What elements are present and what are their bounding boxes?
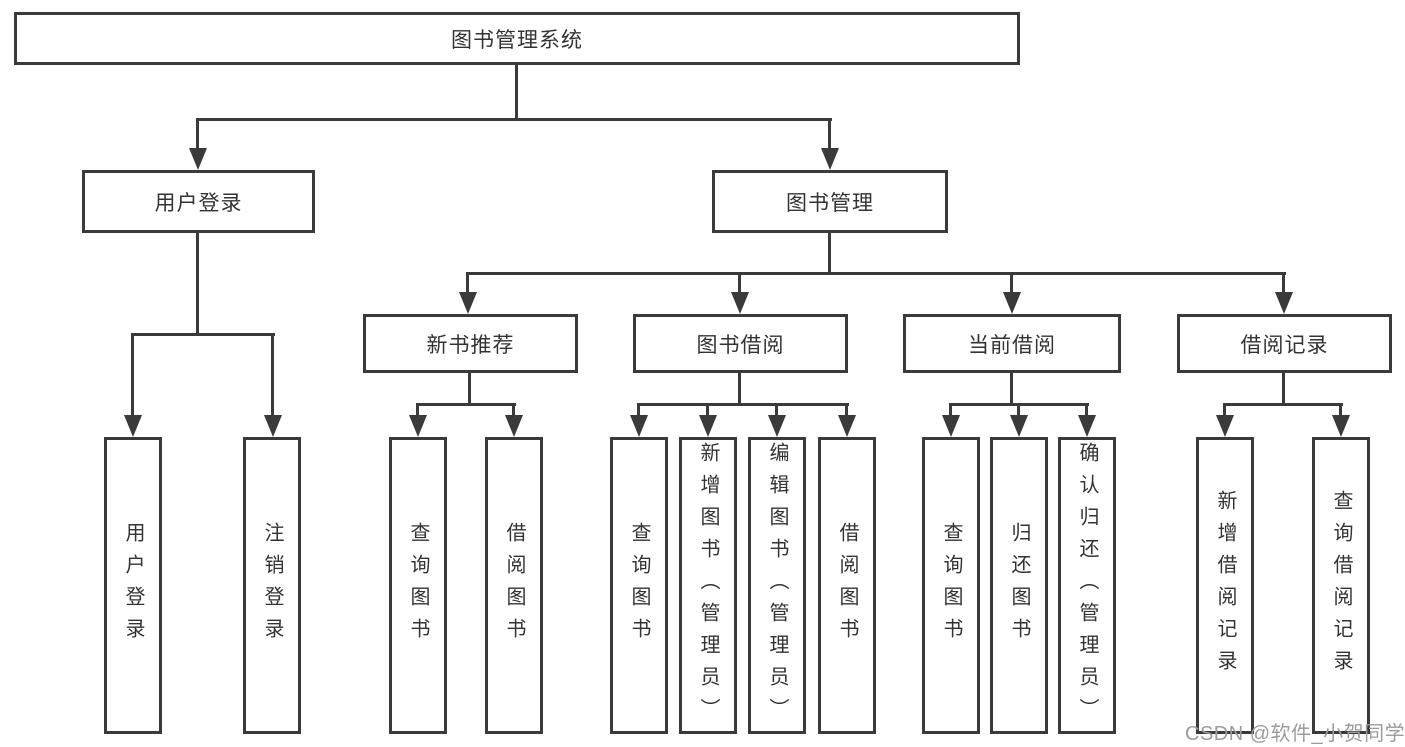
node-root: 图书管理系统 [14, 12, 1020, 65]
leaf-rec-query-books: 查询图书 [389, 437, 447, 734]
leaf-cb-return-books: 归还图书 [990, 437, 1048, 734]
node-root-label: 图书管理系统 [451, 28, 583, 52]
leaf-cb-query-books: 查询图书 [922, 437, 980, 734]
node-current-borrow: 当前借阅 [903, 314, 1121, 373]
connector-line [1282, 373, 1285, 405]
connector-line [196, 118, 832, 121]
connector-line [1017, 405, 1020, 417]
arrowhead-down-icon [124, 415, 142, 437]
arrowhead-down-icon [505, 415, 523, 437]
leaf-cb-query-books-label: 查询图书 [940, 521, 962, 650]
leaf-rec-borrow-books: 借阅图书 [485, 437, 543, 734]
connector-line [637, 403, 849, 406]
arrowhead-down-icon [942, 415, 960, 437]
connector-line [637, 405, 640, 417]
arrowhead-down-icon [1010, 415, 1028, 437]
connector-line [515, 65, 518, 121]
connector-line [775, 405, 778, 417]
leaf-rec-query-books-label: 查询图书 [407, 521, 429, 650]
connector-line [828, 233, 831, 274]
arrowhead-down-icon [1078, 415, 1096, 437]
node-book-borrow-label: 图书借阅 [696, 333, 785, 357]
arrowhead-down-icon [189, 148, 207, 170]
node-user-login-label: 用户登录 [154, 191, 243, 215]
node-current-borrow-label: 当前借阅 [968, 333, 1056, 357]
connector-line [1282, 274, 1285, 294]
connector-line [196, 120, 199, 152]
leaf-bb-edit-books-admin: 编辑图书（管理员） [748, 437, 806, 734]
connector-line [845, 405, 848, 417]
node-book-mgmt: 图书管理 [712, 170, 948, 233]
arrowhead-down-icon [459, 292, 477, 314]
arrowhead-down-icon [821, 148, 839, 170]
leaf-rec-borrow-books-label: 借阅图书 [503, 521, 525, 650]
connector-line [131, 335, 134, 419]
connector-line [466, 272, 1286, 275]
connector-line [949, 405, 952, 417]
connector-line [416, 403, 516, 406]
leaf-bb-borrow-books: 借阅图书 [818, 437, 876, 734]
leaf-bb-query-books-label: 查询图书 [628, 521, 650, 650]
arrowhead-down-icon [768, 415, 786, 437]
leaf-logout: 注销登录 [243, 437, 301, 734]
arrowhead-down-icon [699, 415, 717, 437]
leaf-br-add-record: 新增借阅记录 [1196, 437, 1254, 734]
connector-line [196, 233, 199, 335]
connector-line [738, 274, 741, 294]
arrowhead-down-icon [1216, 415, 1234, 437]
leaf-br-add-record-label: 新增借阅记录 [1214, 489, 1236, 682]
connector-line [416, 405, 419, 417]
node-borrow-record: 借阅记录 [1177, 314, 1392, 373]
connector-line [1010, 274, 1013, 294]
arrowhead-down-icon [1003, 292, 1021, 314]
leaf-cb-confirm-return-admin-label: 确认归还（管理员） [1076, 441, 1098, 730]
watermark-text: CSDN @软件_小贺同学 [1185, 723, 1405, 745]
node-new-book-rec-label: 新书推荐 [426, 333, 515, 357]
leaf-bb-borrow-books-label: 借阅图书 [836, 521, 858, 650]
leaf-bb-query-books: 查询图书 [610, 437, 668, 734]
connector-line [466, 274, 469, 294]
arrowhead-down-icon [731, 292, 749, 314]
node-book-borrow: 图书借阅 [633, 314, 848, 373]
arrowhead-down-icon [630, 415, 648, 437]
leaf-user-login: 用户登录 [104, 437, 162, 734]
connector-line [1339, 405, 1342, 417]
leaf-bb-add-books-admin-label: 新增图书（管理员） [697, 441, 719, 730]
node-book-mgmt-label: 图书管理 [786, 191, 874, 215]
leaf-user-login-label: 用户登录 [122, 521, 144, 650]
leaf-br-query-record-label: 查询借阅记录 [1330, 489, 1352, 682]
leaf-bb-edit-books-admin-label: 编辑图书（管理员） [766, 441, 788, 730]
leaf-bb-add-books-admin: 新增图书（管理员） [679, 437, 737, 734]
leaf-br-query-record: 查询借阅记录 [1312, 437, 1370, 734]
connector-line [949, 403, 1089, 406]
arrowhead-down-icon [409, 415, 427, 437]
connector-line [706, 405, 709, 417]
arrowhead-down-icon [1275, 292, 1293, 314]
leaf-logout-label: 注销登录 [261, 521, 283, 650]
connector-line [1223, 405, 1226, 417]
connector-line [1085, 405, 1088, 417]
connector-line [271, 335, 274, 419]
connector-line [468, 373, 471, 405]
connector-line [738, 373, 741, 405]
leaf-cb-confirm-return-admin: 确认归还（管理员） [1058, 437, 1116, 734]
arrowhead-down-icon [1332, 415, 1350, 437]
leaf-cb-return-books-label: 归还图书 [1008, 521, 1030, 650]
node-new-book-rec: 新书推荐 [363, 314, 578, 373]
node-user-login: 用户登录 [82, 170, 315, 233]
connector-line [1223, 403, 1343, 406]
node-borrow-record-label: 借阅记录 [1240, 333, 1329, 357]
connector-line [1010, 373, 1013, 405]
arrowhead-down-icon [838, 415, 856, 437]
arrowhead-down-icon [264, 415, 282, 437]
connector-line [131, 333, 275, 336]
connector-line [828, 120, 831, 152]
connector-line [512, 405, 515, 417]
